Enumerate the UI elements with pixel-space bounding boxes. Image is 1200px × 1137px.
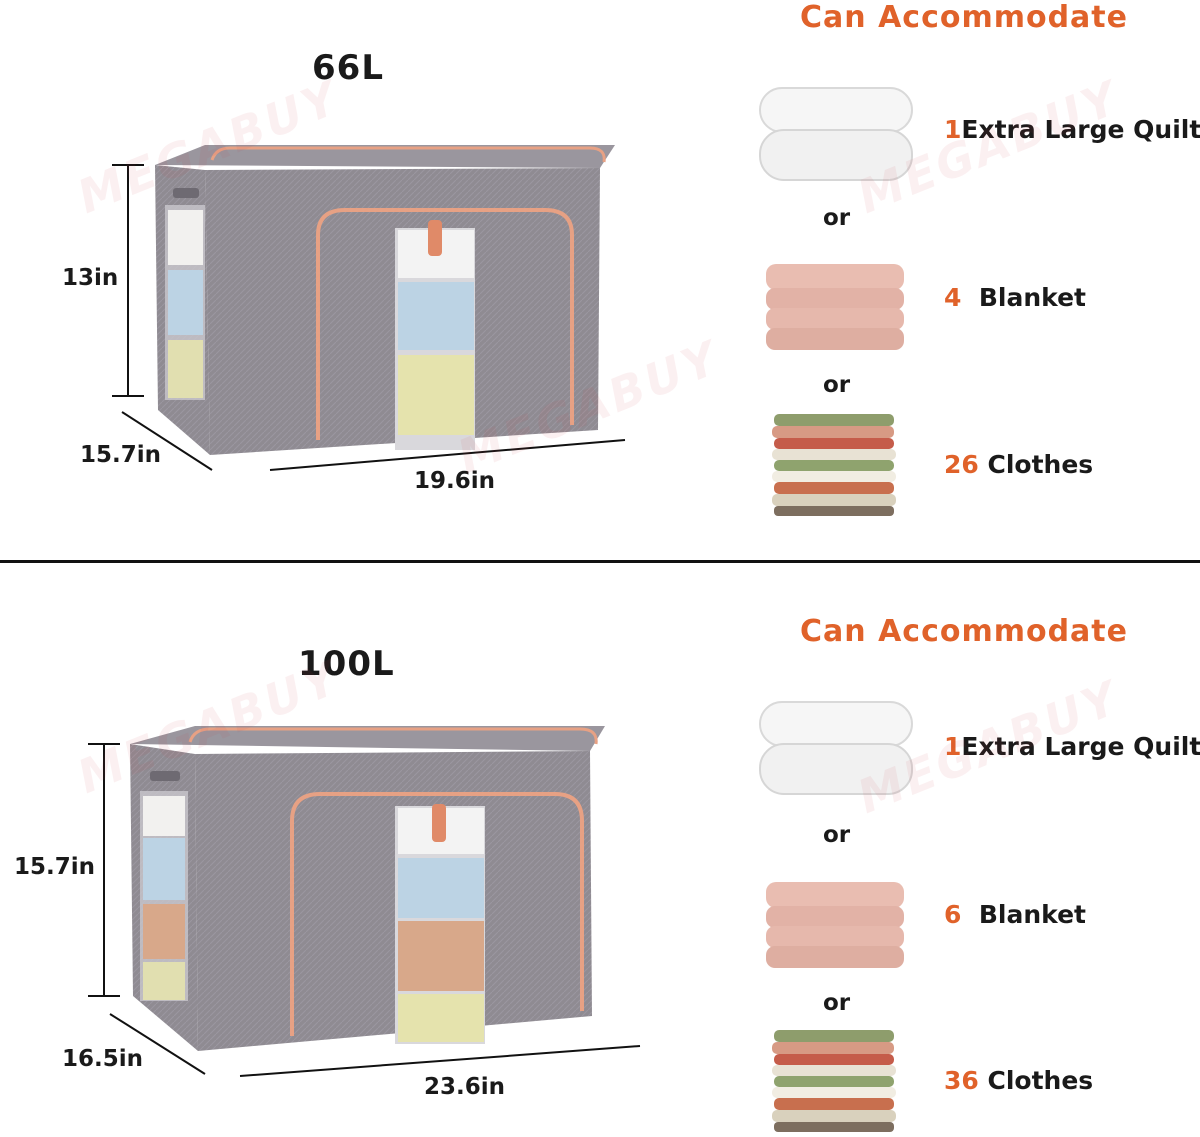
or-separator: or (823, 205, 851, 231)
item-blanket: 4 Blanket (944, 283, 1086, 312)
panel-divider (0, 560, 1200, 563)
panel-100l: 100L 15.7in 16.5in 23.6in Can Accommodat… (0, 566, 1200, 1137)
accommodate-heading: Can Accommodate (800, 0, 1128, 35)
dimension-height: 15.7in (14, 854, 96, 880)
item-clothes: 36 Clothes (944, 1066, 1094, 1095)
white-quilt-image (759, 701, 913, 795)
storage-box-illustration (112, 145, 626, 471)
or-separator: or (823, 822, 851, 848)
item-blanket: 6 Blanket (944, 900, 1086, 929)
storage-box-illustration (88, 726, 641, 1077)
item-clothes: 26 Clothes (944, 450, 1094, 479)
dimension-height: 13in (62, 265, 119, 291)
clothes-stack-image (772, 414, 896, 516)
capacity-title: 66L (312, 48, 384, 88)
white-quilt-image (759, 87, 913, 181)
capacity-title: 100L (298, 644, 395, 684)
or-separator: or (823, 372, 851, 398)
item-quilt: 1Extra Large Quilt (944, 732, 1200, 761)
or-separator: or (823, 990, 851, 1016)
dimension-width: 23.6in (424, 1074, 506, 1100)
pink-blankets-image (766, 882, 904, 968)
panel-66l: 66L 13in 15.7in 19.6in Can Accommodate 1… (0, 0, 1200, 560)
clothes-stack-image (772, 1030, 896, 1132)
accommodate-heading: Can Accommodate (800, 614, 1128, 649)
dimension-depth: 16.5in (62, 1046, 144, 1072)
dimension-depth: 15.7in (80, 442, 162, 468)
dimension-width: 19.6in (414, 468, 496, 494)
item-quilt: 1Extra Large Quilt (944, 115, 1200, 144)
pink-blankets-image (766, 264, 904, 350)
